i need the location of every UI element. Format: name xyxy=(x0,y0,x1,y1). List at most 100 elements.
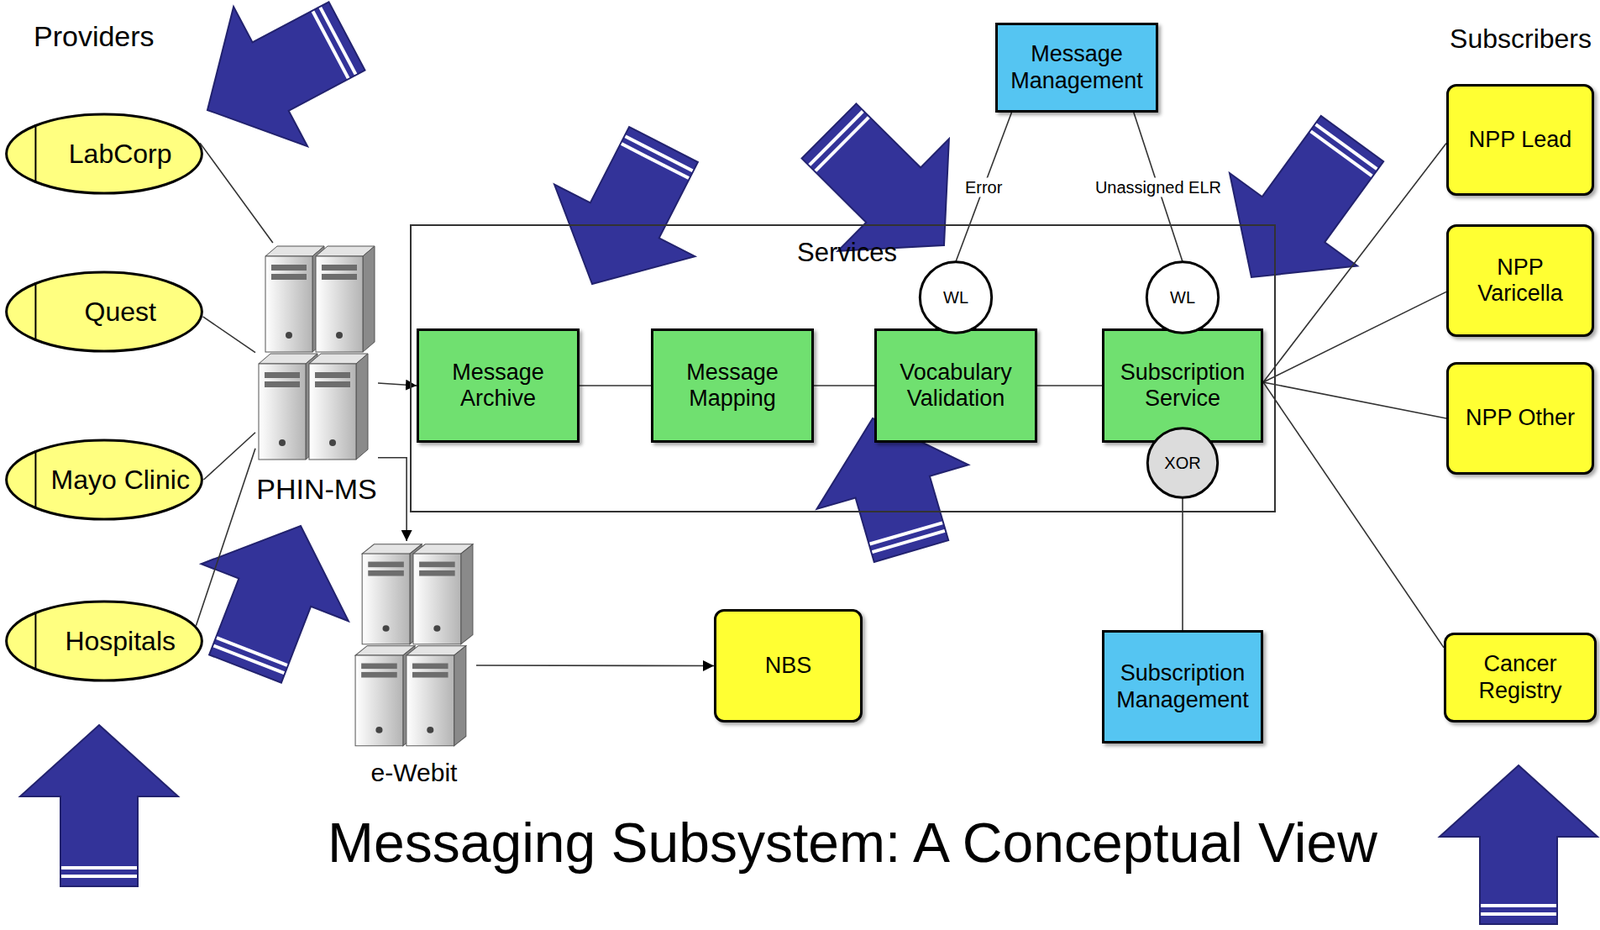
server-button xyxy=(329,439,336,446)
connector xyxy=(1263,142,1447,382)
node-text: Message Archive xyxy=(419,359,578,412)
ellipse-divider xyxy=(34,125,37,184)
server-tower xyxy=(315,246,375,352)
block-arrow xyxy=(207,1,366,147)
node-text: Vocabulary Validation xyxy=(876,359,1035,412)
block-arrow-stripe xyxy=(1480,903,1557,908)
outline xyxy=(6,601,203,681)
server-label: e-Webit xyxy=(371,758,458,788)
server-drive xyxy=(361,671,398,678)
subscriber-box: NPP Lead xyxy=(1446,83,1595,196)
block-arrow-body xyxy=(1229,115,1384,278)
server-drive xyxy=(314,372,351,378)
server-side xyxy=(362,246,375,352)
connector xyxy=(203,316,256,353)
management-box: Message Management xyxy=(995,22,1159,113)
server-front xyxy=(309,363,357,460)
service-box: Vocabulary Validation xyxy=(874,328,1038,443)
group-title: Services xyxy=(797,237,898,268)
block-arrow xyxy=(554,126,698,284)
server-front xyxy=(413,553,462,645)
edge-label: Error xyxy=(962,177,1005,197)
node-text: NPP Lead xyxy=(1468,126,1573,153)
connector xyxy=(476,664,714,667)
server-drive xyxy=(264,381,300,388)
server-front xyxy=(355,655,404,746)
node-text: Quest xyxy=(84,296,157,328)
caption: Messaging Subsystem: A Conceptual View xyxy=(327,811,1378,876)
block-arrow-stripe xyxy=(61,874,137,878)
server-drive xyxy=(321,264,357,271)
node-text: Subscription Management xyxy=(1104,660,1261,713)
connector xyxy=(1263,382,1447,419)
xor-circle: XOR xyxy=(1146,426,1219,499)
server-label: PHIN-MS xyxy=(256,472,378,506)
provider-ellipse: Quest xyxy=(3,270,205,353)
connector xyxy=(1181,498,1184,631)
connector xyxy=(1263,291,1447,383)
ellipse-divider xyxy=(34,612,37,671)
server-drive xyxy=(271,273,307,280)
server-front xyxy=(258,363,306,460)
block-arrow-stripe xyxy=(624,136,693,171)
server-drive xyxy=(271,264,307,271)
service-box: Subscription Service xyxy=(1101,328,1264,443)
block-arrow xyxy=(802,103,950,251)
node-text: LabCorp xyxy=(68,138,173,170)
subscriber-box: NPP Varicella xyxy=(1446,224,1595,337)
server-button xyxy=(285,331,293,339)
server-drive xyxy=(367,570,404,577)
server-button xyxy=(335,331,343,339)
whitelist-circle: WL xyxy=(1145,260,1220,335)
block-arrow xyxy=(20,724,179,887)
connector xyxy=(579,384,651,387)
block-arrow-stripe xyxy=(320,7,356,75)
subscriber-box: NBS xyxy=(713,608,863,723)
outline xyxy=(919,262,992,333)
server-side xyxy=(356,353,368,460)
outline xyxy=(6,272,203,352)
management-box: Subscription Management xyxy=(1101,629,1264,744)
block-arrow-body xyxy=(201,525,349,683)
server-drive xyxy=(361,663,398,670)
service-box: Message Mapping xyxy=(650,328,814,443)
server-button xyxy=(433,624,441,632)
block-arrow xyxy=(201,525,349,683)
server-drive xyxy=(264,372,300,378)
server-drive xyxy=(412,663,449,670)
whitelist-circle: WL xyxy=(918,260,993,335)
connector xyxy=(813,384,875,387)
outline xyxy=(1146,262,1218,333)
block-arrow-stripe xyxy=(61,865,137,870)
connector xyxy=(1037,384,1102,387)
services-group: ServicesMessage Archive Message Mapping Vo… xyxy=(409,224,1276,513)
block-arrow-stripe xyxy=(870,522,943,544)
node-text: WL xyxy=(943,288,969,308)
ellipse-divider xyxy=(34,451,37,509)
server-button xyxy=(426,726,434,734)
node-text: Hospitals xyxy=(64,625,176,657)
server-graphic xyxy=(255,242,378,472)
server-button xyxy=(278,439,286,446)
server-front xyxy=(406,655,455,746)
block-arrow-body xyxy=(1439,765,1598,924)
node-text: Message Mapping xyxy=(653,359,812,412)
server-drive xyxy=(419,570,456,577)
node-text: Subscription Service xyxy=(1104,359,1261,412)
node-text: Cancer Registry xyxy=(1453,650,1588,703)
server-front xyxy=(265,256,313,352)
node-text: WL xyxy=(1169,288,1196,308)
block-arrow-stripe xyxy=(815,117,869,172)
subscriber-box: Cancer Registry xyxy=(1443,632,1597,723)
node-text: NPP Other xyxy=(1465,404,1575,431)
server-tower xyxy=(413,544,473,645)
ellipse-divider xyxy=(34,283,37,341)
server-drive xyxy=(412,671,449,678)
node-text: NPP Varicella xyxy=(1461,254,1580,307)
server-side xyxy=(461,544,473,645)
block-arrow-body xyxy=(554,126,698,284)
server-front xyxy=(361,553,410,645)
connector xyxy=(1133,112,1183,263)
